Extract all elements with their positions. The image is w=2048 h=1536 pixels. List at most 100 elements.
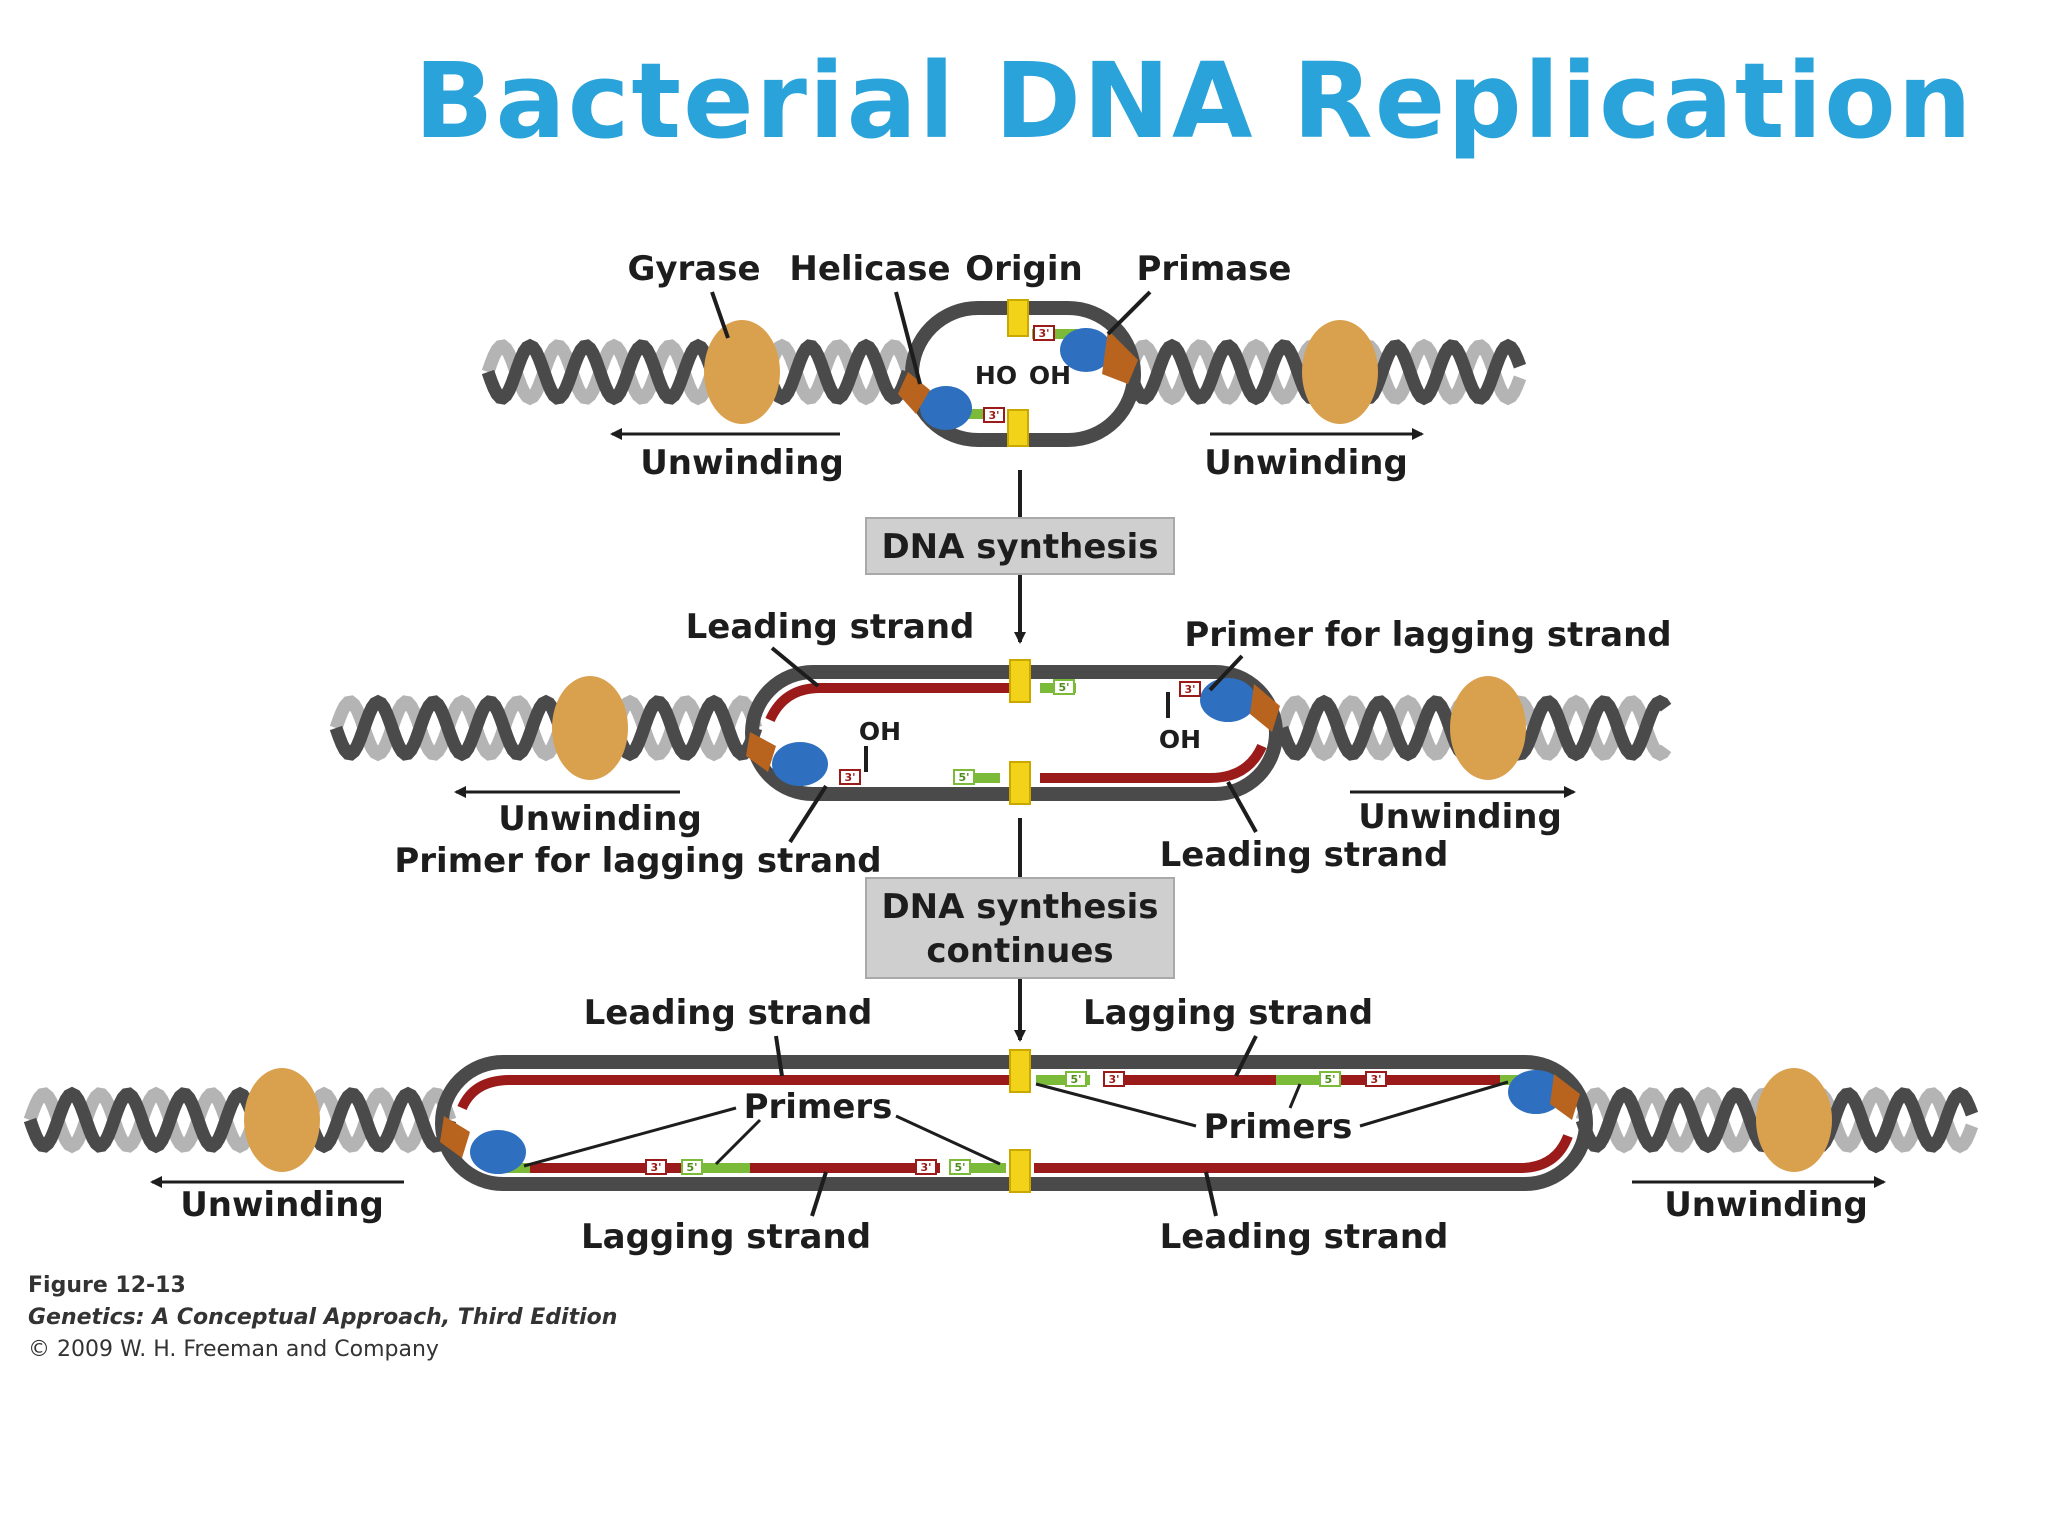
leading-strand-top bbox=[457, 1075, 1010, 1111]
leader-line bbox=[714, 1118, 762, 1166]
svg-text:5': 5' bbox=[1070, 1073, 1081, 1086]
primase-icon bbox=[772, 742, 828, 786]
stage-3: Leading strand Lagging strand Primers Pr… bbox=[150, 993, 1886, 1257]
stage-1: Gyrase Helicase Origin Primase HO OH Unw… bbox=[610, 249, 1424, 483]
svg-text:3': 3' bbox=[1184, 683, 1195, 696]
svg-text:5': 5' bbox=[958, 771, 969, 784]
svg-text:5': 5' bbox=[686, 1161, 697, 1174]
helicase-label: Helicase bbox=[789, 249, 950, 289]
helicase-icon bbox=[1102, 330, 1138, 384]
oh-label: OH bbox=[1159, 725, 1201, 754]
svg-text:5': 5' bbox=[1324, 1073, 1335, 1086]
leader-line bbox=[788, 784, 828, 844]
unwinding-label: Unwinding bbox=[180, 1185, 384, 1225]
origin-marker bbox=[1009, 1049, 1031, 1093]
leader-line bbox=[1208, 654, 1244, 692]
page-title: Bacterial DNA Replication bbox=[414, 40, 1974, 162]
origin-label: Origin bbox=[965, 249, 1083, 289]
unwinding-label: Unwinding bbox=[1664, 1185, 1868, 1225]
leader-line bbox=[523, 1106, 737, 1168]
gyrase-label: Gyrase bbox=[627, 249, 760, 289]
oh-label: OH bbox=[1029, 361, 1071, 390]
svg-text:3': 3' bbox=[844, 771, 855, 784]
svg-text:3': 3' bbox=[988, 409, 999, 422]
gyrase-icon bbox=[244, 1068, 320, 1172]
figure-caption: Figure 12-13 Genetics: A Conceptual Appr… bbox=[28, 1270, 617, 1366]
gyrase-icon bbox=[1450, 676, 1526, 780]
svg-text:5': 5' bbox=[954, 1161, 965, 1174]
origin-marker bbox=[1009, 659, 1031, 703]
five-prime-tag: 5' bbox=[1065, 1071, 1087, 1087]
five-prime-tag: 5' bbox=[1319, 1071, 1341, 1087]
five-prime-tag: 5' bbox=[949, 1159, 971, 1175]
primase-label: Primase bbox=[1136, 249, 1291, 289]
three-prime-tag: 3' bbox=[839, 769, 861, 785]
three-prime-tag: 3' bbox=[1033, 325, 1055, 341]
svg-text:3': 3' bbox=[1108, 1073, 1119, 1086]
svg-text:3': 3' bbox=[1370, 1073, 1381, 1086]
oh-label: OH bbox=[859, 717, 901, 746]
dna-synthesis-label: DNA synthesis bbox=[881, 887, 1158, 927]
gyrase-icon bbox=[704, 320, 780, 424]
helix-strand bbox=[23, 1086, 457, 1154]
svg-text:3': 3' bbox=[650, 1161, 661, 1174]
leader-line bbox=[1035, 1082, 1197, 1128]
leading-strand-bottom bbox=[1040, 743, 1267, 783]
leading-strand-label: Leading strand bbox=[686, 607, 975, 647]
helix-strand bbox=[481, 338, 915, 406]
primers-label: Primers bbox=[744, 1087, 893, 1127]
unwinding-label: Unwinding bbox=[498, 799, 702, 839]
dna-synthesis-box bbox=[865, 517, 1175, 575]
svg-text:3': 3' bbox=[920, 1161, 931, 1174]
primase-icon bbox=[1200, 678, 1256, 722]
primase-icon bbox=[470, 1130, 526, 1174]
five-prime-tag: 5' bbox=[681, 1159, 703, 1175]
dna-synthesis-label: DNA synthesis bbox=[881, 527, 1158, 567]
helicase-icon bbox=[1250, 684, 1280, 732]
copyright: © 2009 W. H. Freeman and Company bbox=[28, 1337, 439, 1362]
continues-label: continues bbox=[926, 931, 1113, 971]
leading-strand-top bbox=[765, 683, 1010, 723]
leader-line bbox=[1359, 1080, 1509, 1128]
helix-strand bbox=[329, 694, 763, 762]
leading-strand-bottom bbox=[1034, 1134, 1573, 1173]
three-prime-tag: 3' bbox=[983, 407, 1005, 423]
primase-icon bbox=[1508, 1070, 1564, 1114]
leader-line bbox=[810, 1171, 828, 1217]
leading-strand-label: Leading strand bbox=[584, 993, 873, 1033]
ho-label: HO bbox=[975, 361, 1017, 390]
helicase-icon bbox=[746, 732, 776, 772]
double-helix-layer bbox=[23, 338, 1979, 1154]
leader-line bbox=[1106, 290, 1152, 336]
helicase-icon bbox=[1550, 1074, 1580, 1120]
leader-line bbox=[894, 291, 922, 385]
gyrase-icon bbox=[1756, 1068, 1832, 1172]
dna-synthesis-continues-box bbox=[865, 877, 1175, 979]
svg-text:3': 3' bbox=[1038, 327, 1049, 340]
primase-icon bbox=[1060, 328, 1112, 372]
origin-marker-bottom bbox=[1007, 409, 1029, 447]
svg-text:5': 5' bbox=[1058, 681, 1069, 694]
three-prime-tag: 3' bbox=[645, 1159, 667, 1175]
unwinding-label: Unwinding bbox=[640, 443, 844, 483]
five-prime-tag: 5' bbox=[953, 769, 975, 785]
unwinding-label: Unwinding bbox=[1204, 443, 1408, 483]
unwinding-label: Unwinding bbox=[1358, 797, 1562, 837]
leader-line bbox=[770, 646, 820, 688]
end-tags: 3' 3' 5' 3' 3' 5' 5' 3' bbox=[645, 325, 1387, 1175]
origin-marker bbox=[1009, 761, 1031, 805]
leading-strand-label: Leading strand bbox=[1160, 835, 1449, 875]
primase-icon bbox=[920, 386, 972, 430]
leader-line bbox=[895, 1114, 1001, 1166]
primer-lagging-label: Primer for lagging strand bbox=[1184, 615, 1671, 655]
primer-lagging-label: Primer for lagging strand bbox=[394, 841, 881, 881]
leader-line bbox=[774, 1035, 784, 1077]
gyrase-icon bbox=[1302, 320, 1378, 424]
three-prime-tag: 3' bbox=[1365, 1071, 1387, 1087]
helicase-icon bbox=[898, 372, 930, 414]
lagging-strand-label: Lagging strand bbox=[581, 1217, 871, 1257]
helix-strand bbox=[329, 694, 763, 762]
gyrase-icon bbox=[552, 676, 628, 780]
helix-strand bbox=[23, 1086, 457, 1154]
